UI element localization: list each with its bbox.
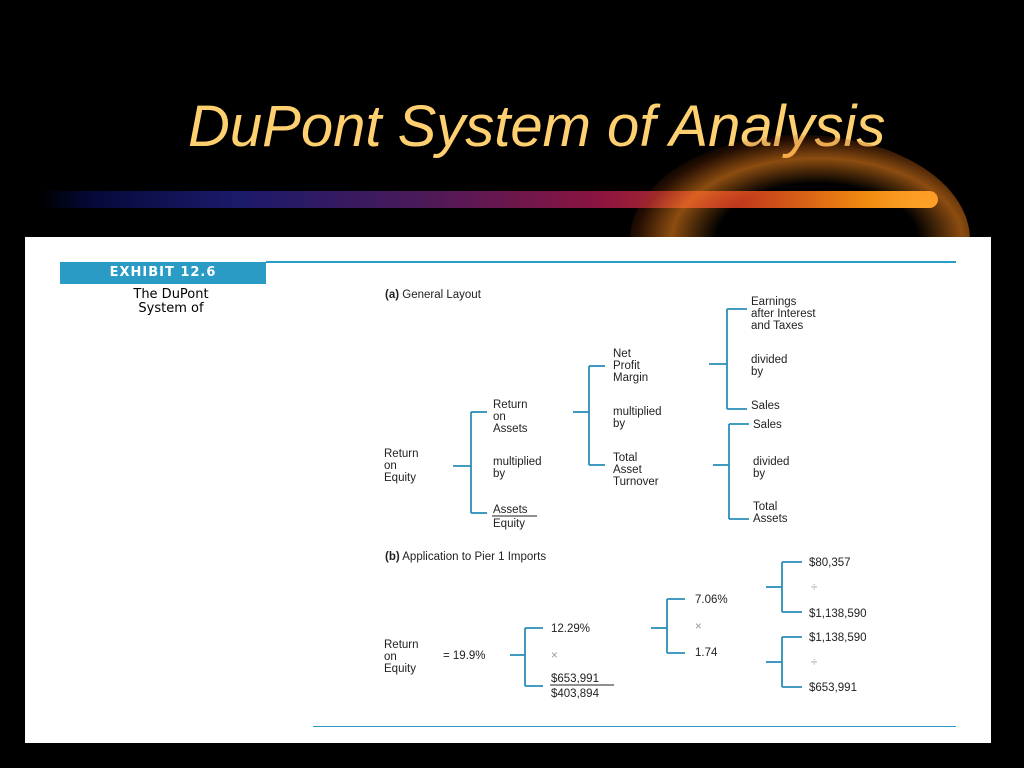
exhibit-top-rule <box>266 261 956 263</box>
caption-line: The DuPont <box>133 287 209 302</box>
npm-value: 7.06% <box>695 594 728 606</box>
multiply-sign: × <box>551 650 558 662</box>
assets-value: $653,991 <box>551 673 599 685</box>
sales-value: $1,138,590 <box>809 632 867 644</box>
exhibit-caption: The DuPont System of <box>101 288 241 316</box>
sales-label: Sales <box>751 400 780 412</box>
assets-label: Assets <box>493 504 528 516</box>
sales-value: $1,138,590 <box>809 608 867 620</box>
multiply-sign: × <box>695 621 702 633</box>
exhibit-panel: EXHIBIT 12.6 The DuPont System of (a) Ge… <box>25 237 991 743</box>
section-b-heading: (b) Application to Pier 1 Imports <box>385 551 546 563</box>
earnings-value: $80,357 <box>809 557 851 569</box>
divide-sign: ÷ <box>811 657 817 669</box>
caption-line: System of <box>138 301 204 316</box>
divide-sign: ÷ <box>811 582 817 594</box>
roe-value: = 19.9% <box>443 650 486 662</box>
tat-value: 1.74 <box>695 647 718 659</box>
equity-value: $403,894 <box>551 688 600 700</box>
section-a-heading: (a) General Layout <box>385 289 482 301</box>
exhibit-bottom-rule <box>313 726 956 727</box>
roa-value: 12.29% <box>551 623 590 635</box>
total-assets-value: $653,991 <box>809 682 857 694</box>
sales-label: Sales <box>753 419 782 431</box>
equity-label: Equity <box>493 518 525 530</box>
exhibit-tag: EXHIBIT 12.6 <box>60 262 266 284</box>
